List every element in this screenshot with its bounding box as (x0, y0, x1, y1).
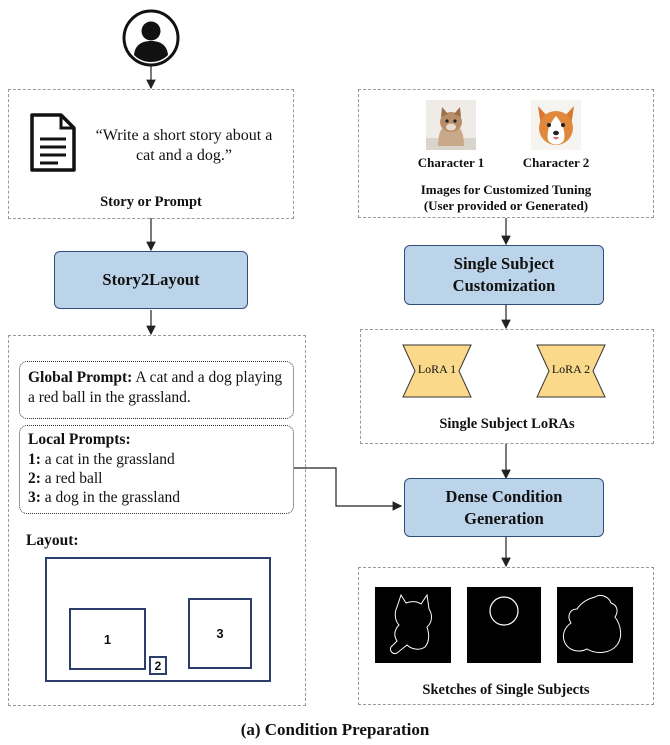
figure-caption: (a) Condition Preparation (240, 720, 430, 739)
dense-condition-line1: Dense Condition (445, 486, 563, 506)
global-prompt-value: A cat and a dog playing a red ball in th… (28, 369, 283, 406)
global-prompt-box (19, 361, 294, 419)
local-prompt-1: 1: a cat in the grassland (28, 451, 175, 468)
sketch-cat (375, 587, 451, 663)
lora-2-label: LoRA 2 (551, 362, 591, 376)
user-avatar-icon (122, 9, 180, 67)
character-2-label: Character 2 (522, 155, 590, 170)
loras-box (360, 329, 654, 444)
dense-condition-box: Dense Condition Generation (404, 478, 604, 537)
images-caption-line2: (User provided or Generated) (423, 198, 589, 213)
sketch-dog (557, 587, 633, 663)
single-subject-line2: Customization (452, 276, 556, 295)
cat-photo (426, 100, 476, 150)
single-subject-customization-box: Single Subject Customization (404, 245, 604, 305)
document-icon (28, 112, 78, 174)
local-prompt-3: 3: a dog in the grassland (28, 489, 180, 506)
global-prompt-text: Global Prompt: A cat and a dog playing a… (28, 368, 288, 408)
story-quote: “Write a short story about a cat and a d… (95, 127, 273, 164)
arrow-prompts-to-dense (294, 467, 403, 511)
story-prompt-box (8, 89, 294, 219)
story-caption: Story or Prompt (100, 194, 202, 210)
sketches-box (358, 567, 654, 705)
sketch-ball (467, 587, 541, 663)
local-prompt-2: 2: a red ball (28, 470, 103, 487)
loras-caption: Single Subject LoRAs (439, 416, 575, 432)
sketches-caption: Sketches of Single Subjects (422, 682, 590, 698)
images-box (358, 89, 654, 218)
global-prompt-label: Global Prompt: (28, 369, 133, 386)
single-subject-line1: Single Subject (453, 254, 555, 273)
layout-label: Layout: (26, 532, 79, 549)
lora-1-shape (402, 344, 472, 398)
layout-box-1: 1 (69, 608, 146, 670)
dense-condition-line2: Generation (464, 508, 544, 528)
prompts-layout-box (8, 335, 306, 706)
layout-box-2: 2 (149, 656, 167, 675)
local-prompts-box (19, 425, 294, 514)
lora-2-shape (536, 344, 606, 398)
local-prompts-label: Local Prompts: (28, 431, 131, 448)
character-1-label: Character 1 (417, 155, 485, 170)
images-caption-line1: Images for Customized Tuning (420, 182, 592, 197)
layout-canvas (45, 557, 271, 682)
story2layout-box: Story2Layout (54, 251, 248, 309)
dog-photo (531, 100, 581, 150)
layout-box-3: 3 (188, 598, 252, 669)
lora-1-label: LoRA 1 (417, 362, 457, 376)
